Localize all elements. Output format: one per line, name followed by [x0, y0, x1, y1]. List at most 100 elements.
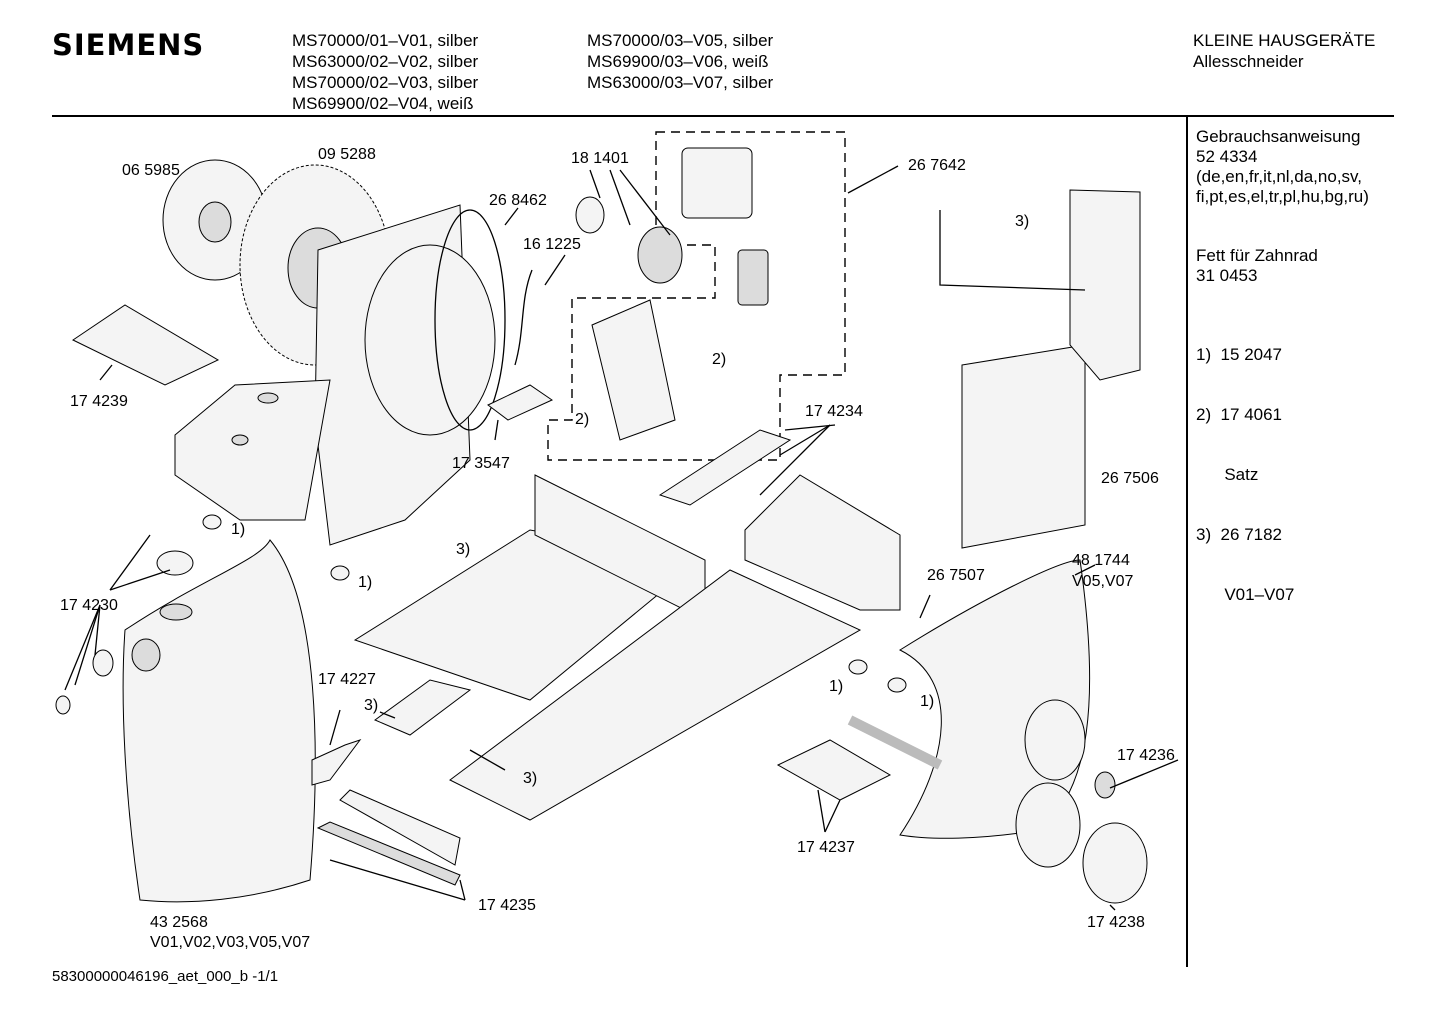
sidebar-divider — [1186, 117, 1188, 967]
category-title: KLEINE HAUSGERÄTE — [1193, 31, 1376, 50]
nut-ring-part — [1015, 782, 1081, 868]
part-label: 18 1401 — [571, 150, 629, 167]
part-label: 48 1744 — [1072, 552, 1130, 569]
switch-board-part — [487, 384, 554, 421]
coupling-part — [575, 196, 605, 234]
cover-panel-part — [961, 344, 1086, 549]
brand-logo: SIEMENS — [52, 28, 205, 62]
foot-part — [202, 514, 222, 530]
grease-info: Fett für Zahnrad 31 0453 — [1196, 246, 1318, 286]
foot-part — [848, 659, 868, 675]
part-label: 17 4227 — [318, 671, 376, 688]
housing-hole — [131, 638, 161, 672]
frame-rod-part — [939, 210, 1086, 291]
footnote: 2) 17 4061 — [1196, 405, 1283, 424]
ref-marker: 3) — [456, 541, 471, 558]
part-label: 17 4237 — [797, 839, 855, 856]
footnote-list: 1) 15 2047 2) 17 4061 Satz 3) 26 7182 V0… — [1196, 305, 1294, 625]
part-label: 17 3547 — [452, 455, 510, 472]
manual-info: Gebrauchsanweisung 52 4334 (de,en,fr,it,… — [1196, 127, 1369, 207]
blade-housing — [364, 244, 496, 436]
carriage-housing-part — [744, 474, 901, 611]
document-id: 58300000046196_aet_000_b -1/1 — [52, 968, 279, 985]
housing-hole — [159, 603, 193, 621]
manual-languages: fi,pt,es,el,tr,pl,hu,bg,ru) — [1196, 187, 1369, 206]
toothed-strip-part — [316, 821, 461, 886]
knob-part — [92, 649, 114, 677]
footnote: 3) 26 7182 — [1196, 525, 1283, 544]
part-label: 06 5985 — [122, 162, 180, 179]
washer-part — [1094, 771, 1116, 799]
ref-marker: 3) — [1015, 213, 1030, 230]
base-hole — [231, 434, 249, 446]
grease-number: 31 0453 — [1196, 266, 1258, 285]
ref-marker: 2) — [712, 351, 727, 368]
gear-housing-part — [591, 299, 676, 441]
footnote: 1) 15 2047 — [1196, 345, 1283, 364]
ref-marker: 1) — [358, 574, 373, 591]
part-label: 26 7642 — [908, 157, 966, 174]
base-hole — [257, 392, 279, 404]
product-name: Allesschneider — [1193, 52, 1304, 71]
manual-number: 52 4334 — [1196, 147, 1258, 166]
ref-marker: 3) — [523, 770, 538, 787]
part-label: 16 1225 — [523, 236, 581, 253]
slide-rail-part — [449, 569, 862, 821]
spring-wire-part — [514, 269, 533, 366]
drive-belt-part — [434, 209, 506, 431]
knob-part — [55, 695, 71, 715]
small-gear-part — [637, 226, 683, 284]
ref-marker: 1) — [920, 693, 935, 710]
motor-stator-part — [681, 147, 753, 219]
part-label: 26 7506 — [1101, 470, 1159, 487]
footnote: V01–V07 — [1196, 585, 1295, 604]
motor-rotor-part — [737, 249, 769, 306]
foot-part — [330, 565, 350, 581]
model-list-left: MS70000/01–V01, silber MS63000/02–V02, s… — [292, 30, 478, 114]
part-label: 17 4230 — [60, 597, 118, 614]
manual-title: Gebrauchsanweisung — [1196, 127, 1361, 146]
ref-marker: 3) — [364, 697, 379, 714]
blade-ring-part — [1024, 699, 1086, 781]
part-variant: V01,V02,V03,V05,V07 — [150, 934, 311, 951]
grease-title: Fett für Zahnrad — [1196, 246, 1318, 265]
ref-marker: 1) — [231, 521, 246, 538]
outer-housing-part — [122, 539, 316, 903]
end-stop-part — [311, 739, 362, 786]
guide-rail-part — [373, 679, 472, 736]
part-label: 26 8462 — [489, 192, 547, 209]
ref-marker: 1) — [829, 678, 844, 695]
base-block-part — [174, 379, 331, 521]
leader-lines — [64, 165, 1179, 911]
scale-strip-part — [339, 789, 461, 866]
part-label: 43 2568 — [150, 914, 208, 931]
side-wall-part — [1069, 189, 1141, 381]
part-label: 17 4235 — [478, 897, 536, 914]
manual-languages: (de,en,fr,it,nl,da,no,sv, — [1196, 167, 1362, 186]
bottom-plate-part — [72, 304, 220, 386]
cover-disc-knob — [198, 201, 232, 243]
category-block: KLEINE HAUSGERÄTE Allesschneider — [1193, 30, 1375, 72]
part-label: 17 4238 — [1087, 914, 1145, 931]
exploded-view-drawing — [55, 131, 1179, 911]
part-label: 17 4239 — [70, 393, 128, 410]
model-entry: MS69900/02–V04, weiß — [292, 94, 474, 113]
model-entry: MS70000/03–V05, silber — [587, 31, 774, 50]
model-entry: MS63000/02–V02, silber — [292, 52, 479, 71]
knob-part — [156, 550, 194, 576]
footnote: Satz — [1196, 465, 1259, 484]
part-variant: V05,V07 — [1072, 573, 1134, 590]
model-list-right: MS70000/03–V05, silber MS69900/03–V06, w… — [587, 30, 773, 93]
header-divider — [52, 115, 1394, 117]
part-label: 09 5288 — [318, 146, 376, 163]
ref-marker: 2) — [575, 411, 590, 428]
blade-cap-part — [1082, 822, 1148, 904]
axle-rod-part — [847, 715, 943, 770]
part-label: 26 7507 — [927, 567, 985, 584]
model-entry: MS70000/01–V01, silber — [292, 31, 479, 50]
foot-part — [887, 677, 907, 693]
bracket-part — [776, 739, 892, 801]
model-entry: MS70000/02–V03, silber — [292, 73, 479, 92]
model-entry: MS69900/03–V06, weiß — [587, 52, 769, 71]
model-entry: MS63000/03–V07, silber — [587, 73, 774, 92]
